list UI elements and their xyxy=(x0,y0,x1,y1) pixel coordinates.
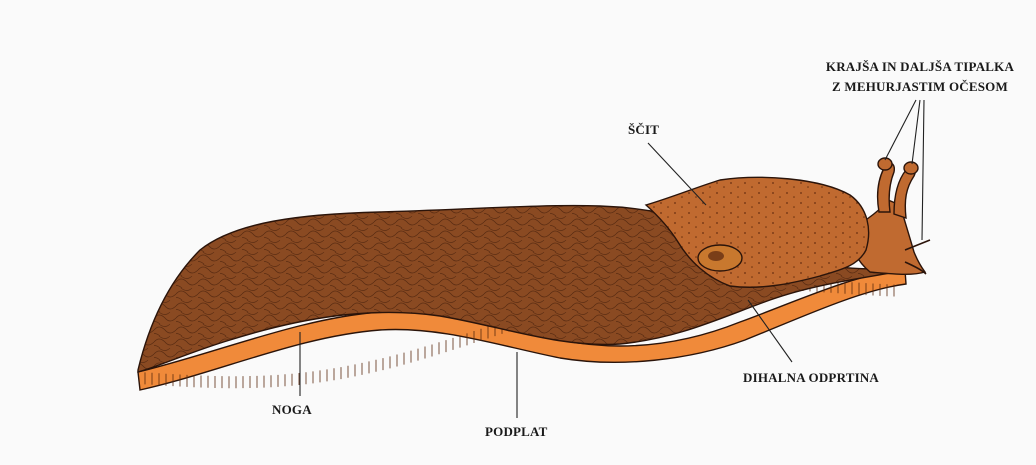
long-tentacle-eye xyxy=(904,162,918,174)
foot-label: NOGA xyxy=(272,402,312,417)
long-tentacle xyxy=(894,167,915,218)
breathing-pore-label: DIHALNA ODPRTINA xyxy=(743,370,879,385)
sole-label: PODPLAT xyxy=(485,424,548,439)
shield-label: ŠČIT xyxy=(628,122,659,137)
tentacles-label-line1: KRAJŠA IN DALJŠA TIPALKA xyxy=(826,59,1015,74)
tentacles-label-line2: Z MEHURJASTIM OČESOM xyxy=(832,79,1008,94)
breathing-pore-inner xyxy=(708,251,724,261)
